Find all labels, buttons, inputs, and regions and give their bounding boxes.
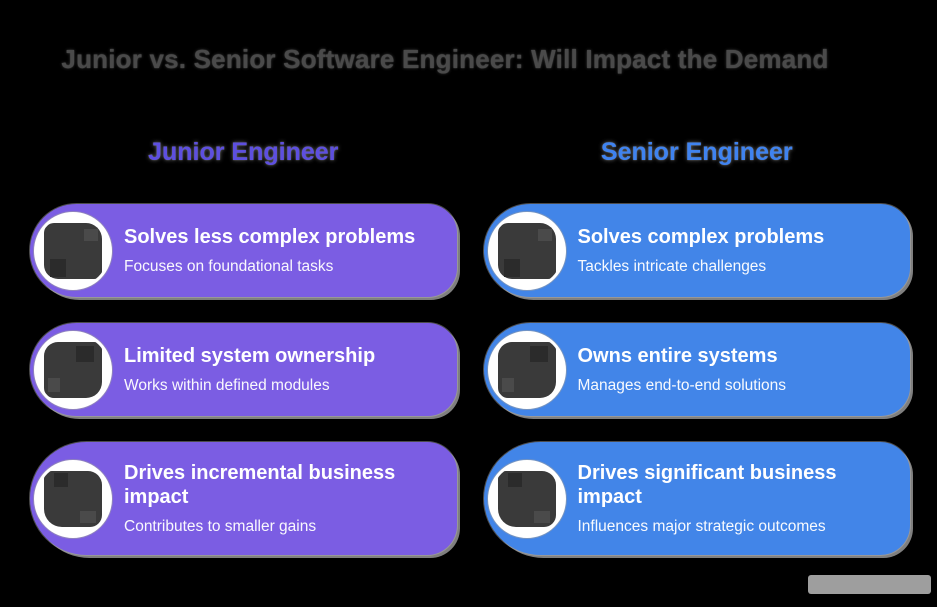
comparison-board: Junior Engineer Senior Engineer Solves l… (30, 138, 910, 555)
card-title: Drives significant business impact (577, 462, 837, 508)
card-junior-ownership: Limited system ownership Works within de… (30, 323, 457, 416)
card-subtitle: Tackles intricate challenges (577, 258, 767, 275)
card-junior-impact: Drives incremental business impact Contr… (30, 442, 457, 555)
card-subtitle: Focuses on foundational tasks (124, 258, 334, 275)
card-subtitle: Manages end-to-end solutions (577, 377, 787, 394)
column-header-junior: Junior Engineer (148, 138, 339, 166)
card-senior-ownership: Owns entire systems Manages end-to-end s… (483, 323, 910, 416)
card-title: Solves complex problems (577, 226, 825, 248)
cards-grid: Solves less complex problems Focuses on … (30, 204, 910, 555)
card-junior-complexity: Solves less complex problems Focuses on … (30, 204, 457, 297)
card-senior-complexity: Solves complex problems Tackles intricat… (483, 204, 910, 297)
card-title: Drives incremental business impact (124, 462, 396, 508)
icon-circle (34, 211, 112, 290)
icon-circle (487, 459, 566, 538)
icon-circle (34, 330, 112, 409)
icon-circle (487, 211, 566, 290)
dark-blob-icon (497, 470, 556, 527)
icon-circle (487, 330, 566, 409)
dark-blob-icon (497, 341, 556, 398)
watermark-badge (808, 575, 931, 594)
card-senior-impact: Drives significant business impact Influ… (483, 442, 910, 555)
card-title: Owns entire systems (577, 345, 778, 367)
card-subtitle: Contributes to smaller gains (124, 518, 317, 535)
dark-blob-icon (44, 470, 102, 527)
column-headers: Junior Engineer Senior Engineer (30, 138, 910, 204)
icon-circle (34, 459, 112, 538)
card-subtitle: Influences major strategic outcomes (577, 518, 826, 535)
column-header-senior: Senior Engineer (600, 138, 793, 166)
dark-blob-icon (44, 341, 102, 398)
card-title: Solves less complex problems (124, 226, 416, 248)
dark-blob-icon (44, 222, 102, 279)
card-title: Limited system ownership (124, 345, 376, 367)
dark-blob-icon (497, 222, 556, 279)
card-subtitle: Works within defined modules (124, 377, 330, 394)
page-title: Junior vs. Senior Software Engineer: Wil… (61, 44, 829, 74)
